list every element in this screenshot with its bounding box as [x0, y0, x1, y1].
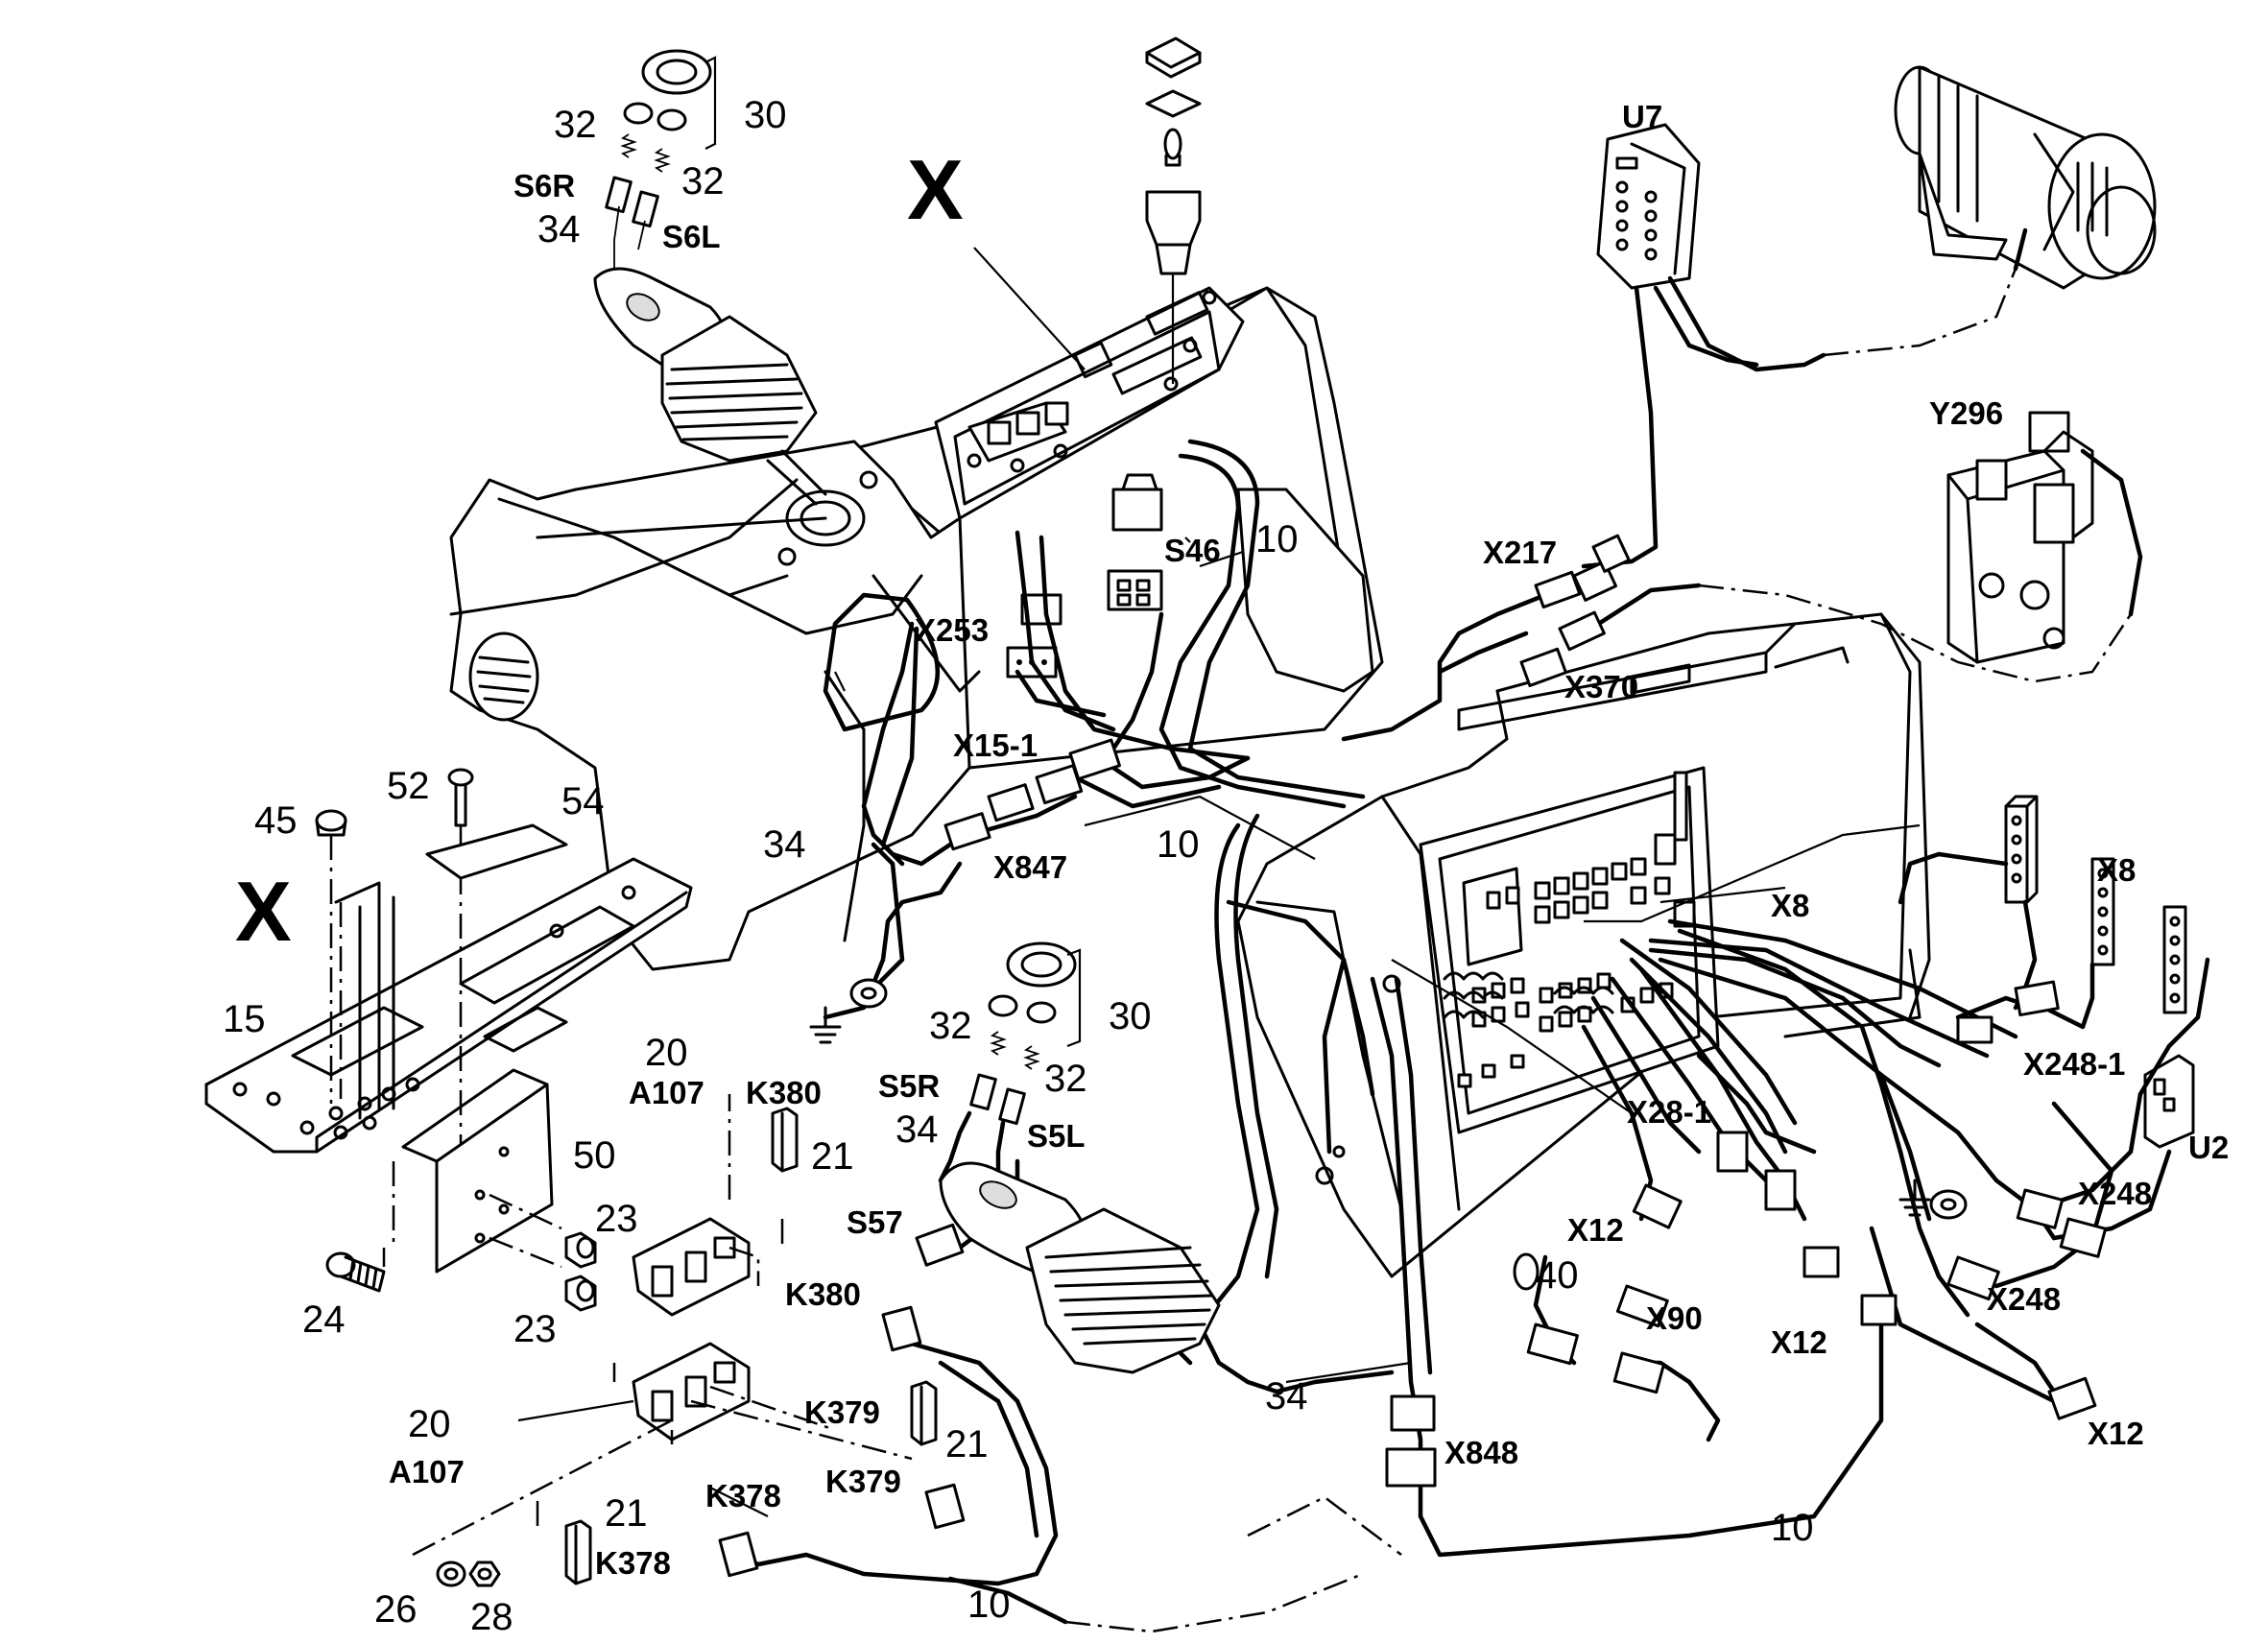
label-s57: S57	[847, 1204, 903, 1240]
label-x847: X847	[993, 849, 1067, 885]
label-x12-c: X12	[2088, 1416, 2144, 1451]
label-x-top: X	[907, 142, 964, 237]
label-23-top: 23	[595, 1198, 638, 1240]
valve-y296	[1946, 411, 2094, 664]
label-32-mid-right: 32	[1044, 1058, 1087, 1100]
label-32-top-right: 32	[681, 160, 725, 203]
label-10-bot-right: 10	[1771, 1507, 1814, 1549]
label-x848: X848	[1444, 1435, 1518, 1470]
label-50: 50	[573, 1134, 616, 1177]
panel-switch-block	[967, 290, 1217, 473]
label-u2: U2	[2188, 1130, 2229, 1165]
label-32-mid-left: 32	[929, 1005, 972, 1047]
relay-base-a107-upper	[632, 1094, 760, 1317]
mounting-plate-15	[204, 857, 693, 1154]
label-s46: S46	[1164, 533, 1221, 568]
label-x248-a: X248	[2078, 1176, 2152, 1211]
label-s6r: S6R	[513, 168, 575, 203]
joystick-upper	[593, 49, 827, 506]
label-24: 24	[302, 1299, 346, 1341]
joystick-lower	[939, 941, 1221, 1374]
relay-base-a107-lower	[612, 1342, 913, 1461]
label-32-top-left: 32	[554, 104, 597, 146]
label-a107-top: A107	[629, 1075, 704, 1110]
pump-motor	[1894, 65, 2157, 290]
label-30-top: 30	[744, 94, 787, 136]
label-k380-top: K380	[746, 1075, 822, 1110]
label-x8-mid: X8	[1771, 888, 1809, 923]
label-34-top: 34	[537, 208, 581, 250]
part-45-insert	[315, 809, 395, 1120]
labels: X X 30 32 32 S6R 34 S6L U7 Y296 10 S46 X…	[223, 94, 2229, 1638]
label-20-bot: 20	[408, 1403, 451, 1445]
label-54: 54	[561, 780, 605, 822]
label-x90: X90	[1646, 1300, 1703, 1336]
lamp-assembly	[1107, 36, 1202, 611]
bracket-50	[382, 1068, 562, 1274]
part-52-54	[425, 768, 568, 1147]
label-21-bot: 21	[605, 1492, 648, 1535]
label-x12-mid: X12	[1567, 1212, 1624, 1248]
label-x28-1: X28-1	[1627, 1094, 1711, 1130]
label-a107-bot: A107	[389, 1454, 465, 1489]
label-26: 26	[374, 1588, 418, 1631]
label-s6l: S6L	[662, 219, 721, 254]
label-10-bot: 10	[967, 1584, 1011, 1626]
label-u7: U7	[1622, 99, 1662, 134]
label-34-mid: 34	[895, 1108, 939, 1151]
cable-harness	[727, 227, 2210, 1633]
label-y296: Y296	[1929, 395, 2003, 431]
label-23-bot: 23	[513, 1308, 557, 1350]
label-x15-1: X15-1	[953, 727, 1038, 763]
label-21-mid: 21	[945, 1423, 989, 1465]
label-30-mid: 30	[1109, 995, 1152, 1037]
label-28: 28	[470, 1596, 513, 1638]
label-x12-b: X12	[1771, 1324, 1827, 1360]
connector-bodies	[718, 534, 2108, 1578]
label-52: 52	[387, 765, 430, 807]
electrical-cabinet	[1236, 612, 1931, 1278]
label-k379-bot: K379	[825, 1464, 901, 1499]
label-x8-right: X8	[2097, 852, 2136, 888]
label-s5l: S5L	[1027, 1118, 1086, 1154]
label-45: 45	[254, 799, 298, 842]
relays-21	[536, 1107, 938, 1585]
label-10-mid: 10	[1157, 823, 1200, 866]
label-20-top: 20	[645, 1032, 688, 1074]
label-k380-mid: K380	[785, 1276, 861, 1312]
label-x253: X253	[915, 612, 989, 648]
ground-lugs	[809, 978, 1968, 1291]
label-x217: X217	[1483, 535, 1557, 570]
label-10-upper: 10	[1255, 518, 1299, 560]
nut-washer-26-28	[412, 1418, 673, 1587]
label-x248-1: X248-1	[2023, 1046, 2125, 1082]
label-40: 40	[1536, 1254, 1579, 1297]
standoffs-23	[564, 1231, 597, 1312]
label-34-left: 34	[763, 823, 806, 866]
leader-lines	[517, 247, 1921, 1517]
label-k379-top: K379	[804, 1394, 880, 1430]
label-34-bot: 34	[1265, 1375, 1308, 1418]
module-u7	[1596, 123, 1701, 290]
label-s5r: S5R	[878, 1068, 940, 1104]
label-k378-bot: K378	[595, 1545, 671, 1581]
label-x248-b: X248	[1987, 1281, 2061, 1317]
label-15: 15	[223, 998, 266, 1040]
label-k378-top: K378	[705, 1478, 781, 1513]
label-21-top: 21	[811, 1135, 854, 1178]
bolt-24	[325, 1251, 386, 1293]
label-x370: X370	[1564, 669, 1638, 704]
label-x-left: X	[235, 864, 292, 959]
terminal-blocks-x8	[2004, 795, 2195, 1149]
